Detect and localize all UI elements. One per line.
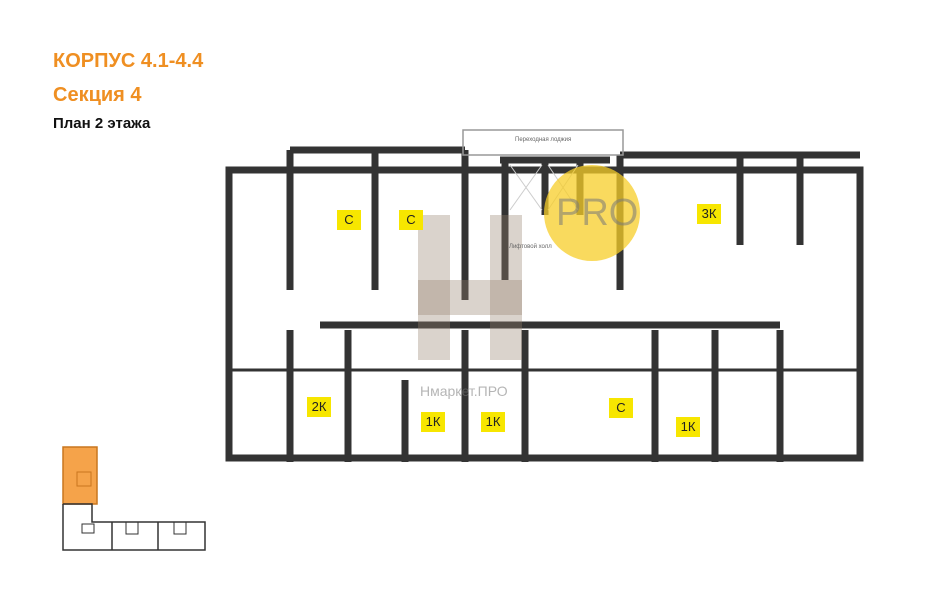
watermark-h-logo <box>418 215 522 360</box>
loggia-outline <box>462 129 624 156</box>
floor-title: План 2 этажа <box>53 115 151 132</box>
lift-hall-label: Лифтовой холл <box>509 244 552 250</box>
building-title: КОРПУС 4.1-4.4 <box>53 50 204 72</box>
section-title: Секция 4 <box>53 84 142 106</box>
watermark-pro: PRO <box>556 192 639 234</box>
apartment-badge-studio[interactable]: С <box>337 210 361 230</box>
watermark-circle <box>544 165 640 261</box>
loggia-label: Переходная лоджия <box>515 137 572 143</box>
apartment-badge-studio[interactable]: С <box>609 398 633 418</box>
apartment-badge-2k[interactable]: 2К <box>307 397 331 417</box>
walls <box>225 146 864 462</box>
apartment-badge-1k[interactable]: 1К <box>421 412 445 432</box>
apartment-badge-1k[interactable]: 1К <box>481 412 505 432</box>
apartment-badge-studio[interactable]: С <box>399 210 423 230</box>
apartment-badge-3k[interactable]: 3К <box>697 204 721 224</box>
location-minimap <box>62 446 206 551</box>
apartment-badge-1k[interactable]: 1К <box>676 417 700 437</box>
watermark-text: Нмаркет.ПРО <box>420 383 508 399</box>
